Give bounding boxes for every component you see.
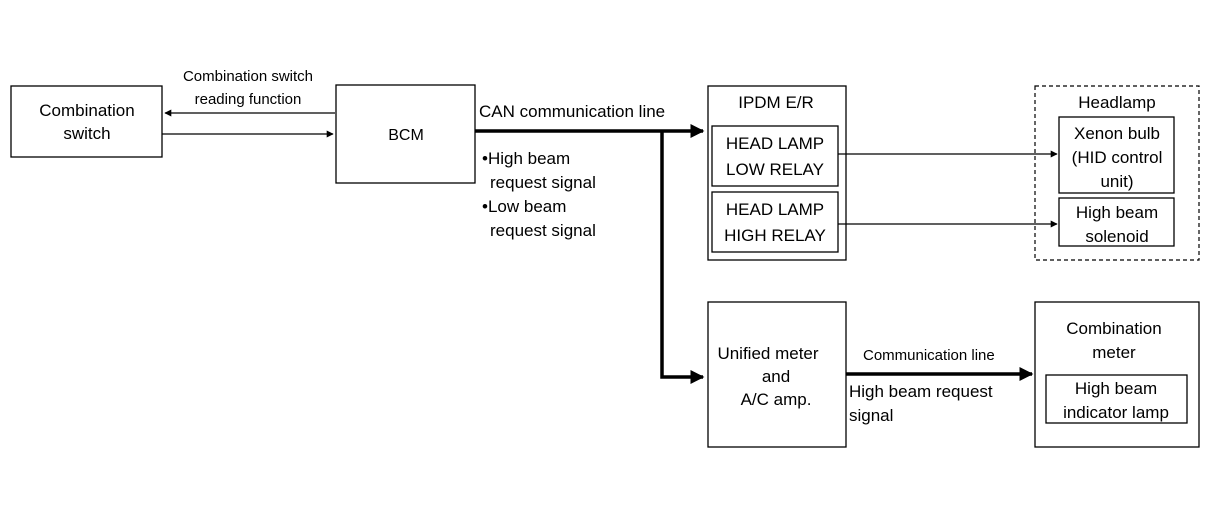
low-beam-signal-label-2: request signal bbox=[490, 221, 596, 240]
unified-meter-block: Unified meter and A/C amp. bbox=[707, 301, 847, 448]
headlamp-block: Headlamp Xenon bulb (HID control unit) H… bbox=[1034, 85, 1200, 261]
headlamp-dashed-box bbox=[1034, 85, 1200, 261]
solenoid-label: High beam bbox=[1076, 203, 1158, 222]
high-relay-box bbox=[711, 191, 839, 253]
combination-meter-label: Combination bbox=[1066, 319, 1161, 338]
unified-meter-label-2: and bbox=[762, 367, 790, 386]
unified-meter-label: Unified meter bbox=[717, 344, 818, 363]
high-beam-request-label-2: signal bbox=[849, 406, 893, 425]
reading-function-label-2: reading function bbox=[195, 91, 302, 108]
xenon-bulb-label: Xenon bulb bbox=[1074, 124, 1160, 143]
low-relay-label: HEAD LAMP bbox=[726, 134, 824, 153]
combination-switch-label-2: switch bbox=[63, 124, 110, 143]
unified-meter-label-3: A/C amp. bbox=[741, 390, 812, 409]
high-beam-signal-label-2: request signal bbox=[490, 173, 596, 192]
low-relay-box bbox=[711, 125, 839, 187]
combination-switch-label: Combination bbox=[39, 101, 134, 120]
ipdm-block: IPDM E/R HEAD LAMP LOW RELAY HEAD LAMP H… bbox=[707, 85, 847, 261]
combination-switch-box bbox=[10, 85, 163, 158]
high-beam-signal-label: •High beam bbox=[482, 149, 570, 168]
combination-meter-block: Combination meter High beam indicator la… bbox=[1034, 301, 1200, 448]
combination-switch-block: Combination switch bbox=[10, 85, 163, 158]
ipdm-title: IPDM E/R bbox=[738, 93, 814, 112]
solenoid-label-2: solenoid bbox=[1085, 227, 1148, 246]
reading-function-label: Combination switch bbox=[183, 68, 313, 85]
bcm-block: BCM bbox=[335, 84, 476, 184]
bcm-label: BCM bbox=[388, 127, 424, 144]
communication-line-label: Communication line bbox=[863, 347, 995, 364]
indicator-lamp-box bbox=[1045, 374, 1188, 424]
indicator-lamp-label-2: indicator lamp bbox=[1063, 403, 1169, 422]
low-beam-signal-label: •Low beam bbox=[482, 197, 566, 216]
bcm-box bbox=[335, 84, 476, 184]
high-relay-label-2: HIGH RELAY bbox=[724, 226, 826, 245]
xenon-bulb-box bbox=[1058, 116, 1175, 194]
low-relay-label-2: LOW RELAY bbox=[726, 160, 824, 179]
high-beam-request-label: High beam request bbox=[849, 382, 993, 401]
indicator-lamp-label: High beam bbox=[1075, 379, 1157, 398]
solenoid-box bbox=[1058, 197, 1175, 247]
combination-meter-label-2: meter bbox=[1092, 343, 1136, 362]
high-relay-label: HEAD LAMP bbox=[726, 200, 824, 219]
xenon-bulb-label-2: (HID control bbox=[1072, 148, 1163, 167]
can-line-to-unified-meter bbox=[660, 131, 705, 384]
headlamp-title: Headlamp bbox=[1078, 93, 1156, 112]
can-line-label: CAN communication line bbox=[479, 102, 665, 121]
xenon-bulb-label-3: unit) bbox=[1100, 172, 1133, 191]
unified-meter-box bbox=[707, 301, 847, 448]
